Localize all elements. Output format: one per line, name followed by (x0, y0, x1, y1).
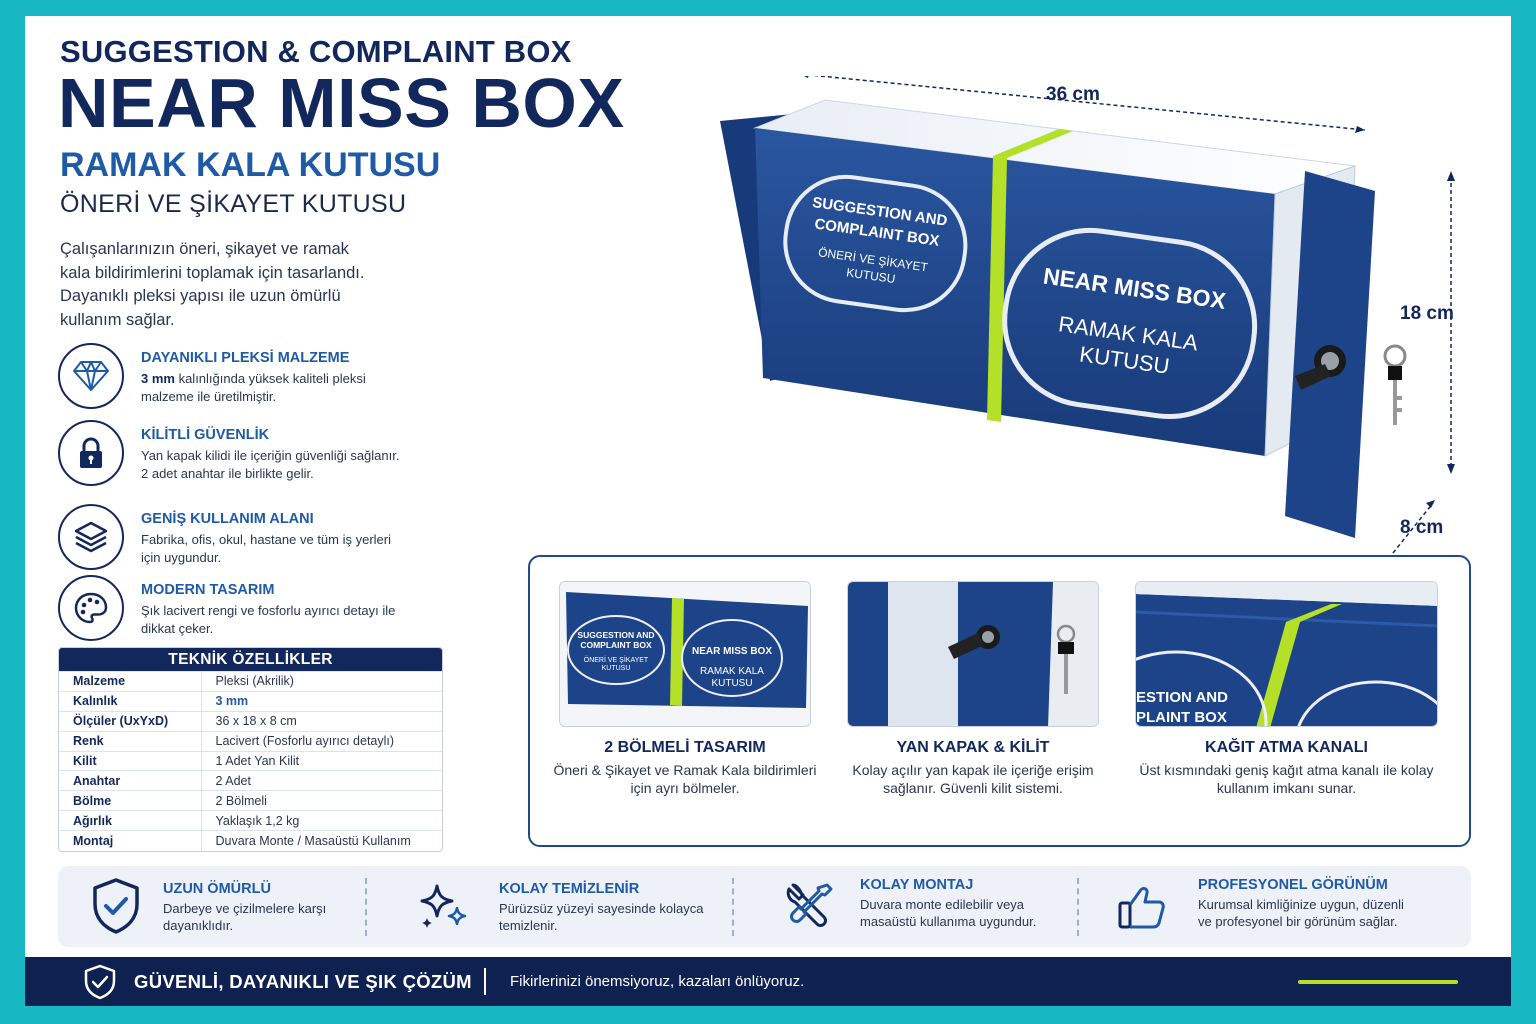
feature-desc: Şık lacivert rengi ve fosforlu ayırıcı d… (141, 603, 396, 636)
thumb-label: NEAR MISS BOX (692, 646, 772, 657)
thumb-label: PLAINT BOX (1136, 709, 1227, 726)
spec-key: Kilit (59, 750, 202, 771)
spec-table-title: TEKNİK ÖZELLİKLER (59, 648, 442, 671)
detail-desc: Üst kısmındaki geniş kağıt atma kanalı i… (1139, 762, 1434, 796)
benefit-title: PROFESYONEL GÖRÜNÜM (1198, 877, 1388, 893)
benefit-durable: UZUN ÖMÜRLÜ Darbeye ve çizilmelere karşı… (86, 866, 366, 947)
dimension-width: 36 cm (1046, 84, 1100, 105)
spec-value: Duvara Monte / Masaüstü Kullanım (201, 830, 442, 851)
divider (1077, 878, 1079, 936)
benefit-desc: Kurumsal kimliğinize uygun, düzenli ve p… (1198, 897, 1404, 929)
spec-key: Ölçüler (UxYxD) (59, 710, 202, 732)
benefit-desc: Pürüzsüz yüzeyi sayesinde kolayca temizl… (499, 901, 704, 933)
footer-bar: GÜVENLİ, DAYANIKLI VE ŞIK ÇÖZÜM Fikirler… (25, 957, 1511, 1006)
detail-title: YAN KAPAK & KİLİT (896, 739, 1050, 756)
intro-text: Çalışanlarınızın öneri, şikayet ve ramak… (60, 240, 365, 329)
spec-value: 2 Bölmeli (201, 790, 442, 811)
sparkle-icon (413, 876, 473, 936)
spec-key: Malzeme (59, 671, 202, 692)
detail-title: KAĞIT ATMA KANALI (1205, 739, 1368, 756)
spec-key: Kalınlık (59, 690, 202, 712)
dimension-depth: 8 cm (1400, 517, 1444, 538)
detail-desc: Öneri & Şikayet ve Ramak Kala bildirimle… (553, 762, 817, 796)
thumb-label: ESTION AND (1136, 689, 1228, 706)
benefit-title: KOLAY MONTAJ (860, 877, 974, 893)
feature-title: KİLİTLİ GÜVENLİK (141, 427, 270, 443)
spec-value: Lacivert (Fosforlu ayırıcı detaylı) (201, 730, 442, 752)
benefit-cleaning: KOLAY TEMİZLENİR Pürüzsüz yüzeyi sayesin… (413, 866, 713, 947)
details-panel: SUGGESTION AND COMPLAINT BOX ÖNERİ VE Şİ… (528, 555, 1471, 847)
benefit-desc: Duvara monte edilebilir veya masaüstü ku… (860, 897, 1037, 929)
palette-icon (58, 575, 124, 641)
detail-title: 2 BÖLMELİ TASARIM (604, 739, 766, 756)
tools-icon (780, 876, 840, 936)
dimension-height: 18 cm (1400, 303, 1454, 324)
header-subtitle: SUGGESTION & COMPLAINT BOX (60, 34, 572, 69)
feature-desc: 3 mm kalınlığında yüksek kaliteli pleksi… (141, 371, 366, 404)
detail-image: ESTION AND PLAINT BOX (1135, 581, 1438, 727)
benefits-bar: UZUN ÖMÜRLÜ Darbeye ve çizilmelere karşı… (58, 866, 1471, 947)
thumb-label: SUGGESTION AND (577, 630, 654, 640)
spec-key: Anahtar (59, 770, 202, 791)
detail-image: SUGGESTION AND COMPLAINT BOX ÖNERİ VE Şİ… (559, 581, 811, 727)
feature-desc: Fabrika, ofis, okul, hastane ve tüm iş y… (141, 532, 391, 565)
feature-title: MODERN TASARIM (141, 582, 275, 598)
box-label-line: KUTUSU (845, 265, 896, 286)
spec-key: Renk (59, 730, 202, 752)
spec-key: Montaj (59, 830, 202, 851)
spec-key: Ağırlık (59, 810, 202, 831)
divider (365, 878, 367, 936)
benefit-mounting: KOLAY MONTAJ Duvara monte edilebilir vey… (780, 866, 1080, 947)
feature-desc: Yan kapak kilidi ile içeriğin güvenliği … (141, 448, 400, 481)
title-turkish: RAMAK KALA KUTUSU (60, 146, 441, 184)
thumb-label: COMPLAINT BOX (580, 640, 652, 650)
thumbs-up-icon (1113, 876, 1173, 936)
detail-image (847, 581, 1099, 727)
spec-key: Bölme (59, 790, 202, 811)
thumb-label: ÖNERİ VE ŞİKAYET (584, 655, 649, 664)
benefit-professional: PROFESYONEL GÖRÜNÜM Kurumsal kimliğinize… (1113, 866, 1463, 947)
page-title: NEAR MISS BOX (58, 64, 625, 142)
diamond-icon (58, 343, 124, 409)
benefit-desc: Darbeye ve çizilmelere karşı dayanıklıdı… (163, 901, 327, 933)
spec-value: Yaklaşık 1,2 kg (201, 810, 442, 831)
thumb-label: KUTUSU (602, 665, 631, 672)
layers-icon (58, 504, 124, 570)
benefit-title: KOLAY TEMİZLENİR (499, 881, 640, 897)
table-row: Ölçüler (UxYxD)36 x 18 x 8 cm (59, 710, 442, 732)
subtitle-turkish: ÖNERİ VE ŞİKAYET KUTUSU (60, 190, 407, 218)
shield-check-icon (84, 964, 116, 1000)
accent-line (1298, 980, 1458, 984)
product-sheet: SUGGESTION & COMPLAINT BOX NEAR MISS BOX… (25, 16, 1511, 1006)
footer-title: GÜVENLİ, DAYANIKLI VE ŞIK ÇÖZÜM (134, 971, 472, 992)
divider (732, 878, 734, 936)
shield-check-icon (86, 876, 146, 936)
detail-desc: Kolay açılır yan kapak ile içeriğe erişi… (852, 762, 1094, 796)
divider (484, 968, 486, 995)
spec-value: 36 x 18 x 8 cm (201, 710, 442, 732)
spec-value: 2 Adet (201, 770, 442, 791)
lock-icon (58, 420, 124, 486)
benefit-title: UZUN ÖMÜRLÜ (163, 881, 271, 897)
feature-title: GENİŞ KULLANIM ALANI (141, 511, 314, 527)
footer-slogan: Fikirlerinizi önemsiyoruz, kazaları önlü… (510, 973, 805, 990)
thumb-label: RAMAK KALA (700, 666, 764, 677)
product-box-image: SUGGESTION AND COMPLAINT BOX ÖNERİ VE Şİ… (720, 71, 1455, 554)
spec-value: 1 Adet Yan Kilit (201, 750, 442, 771)
spec-value: 3 mm (201, 690, 442, 712)
product-illustration: SUGGESTION AND COMPLAINT BOX ÖNERİ VE Şİ… (675, 71, 1505, 556)
feature-title: DAYANIKLI PLEKSİ MALZEME (141, 350, 350, 366)
thumb-label: KUTUSU (711, 678, 752, 689)
spec-value: Pleksi (Akrilik) (201, 671, 442, 692)
